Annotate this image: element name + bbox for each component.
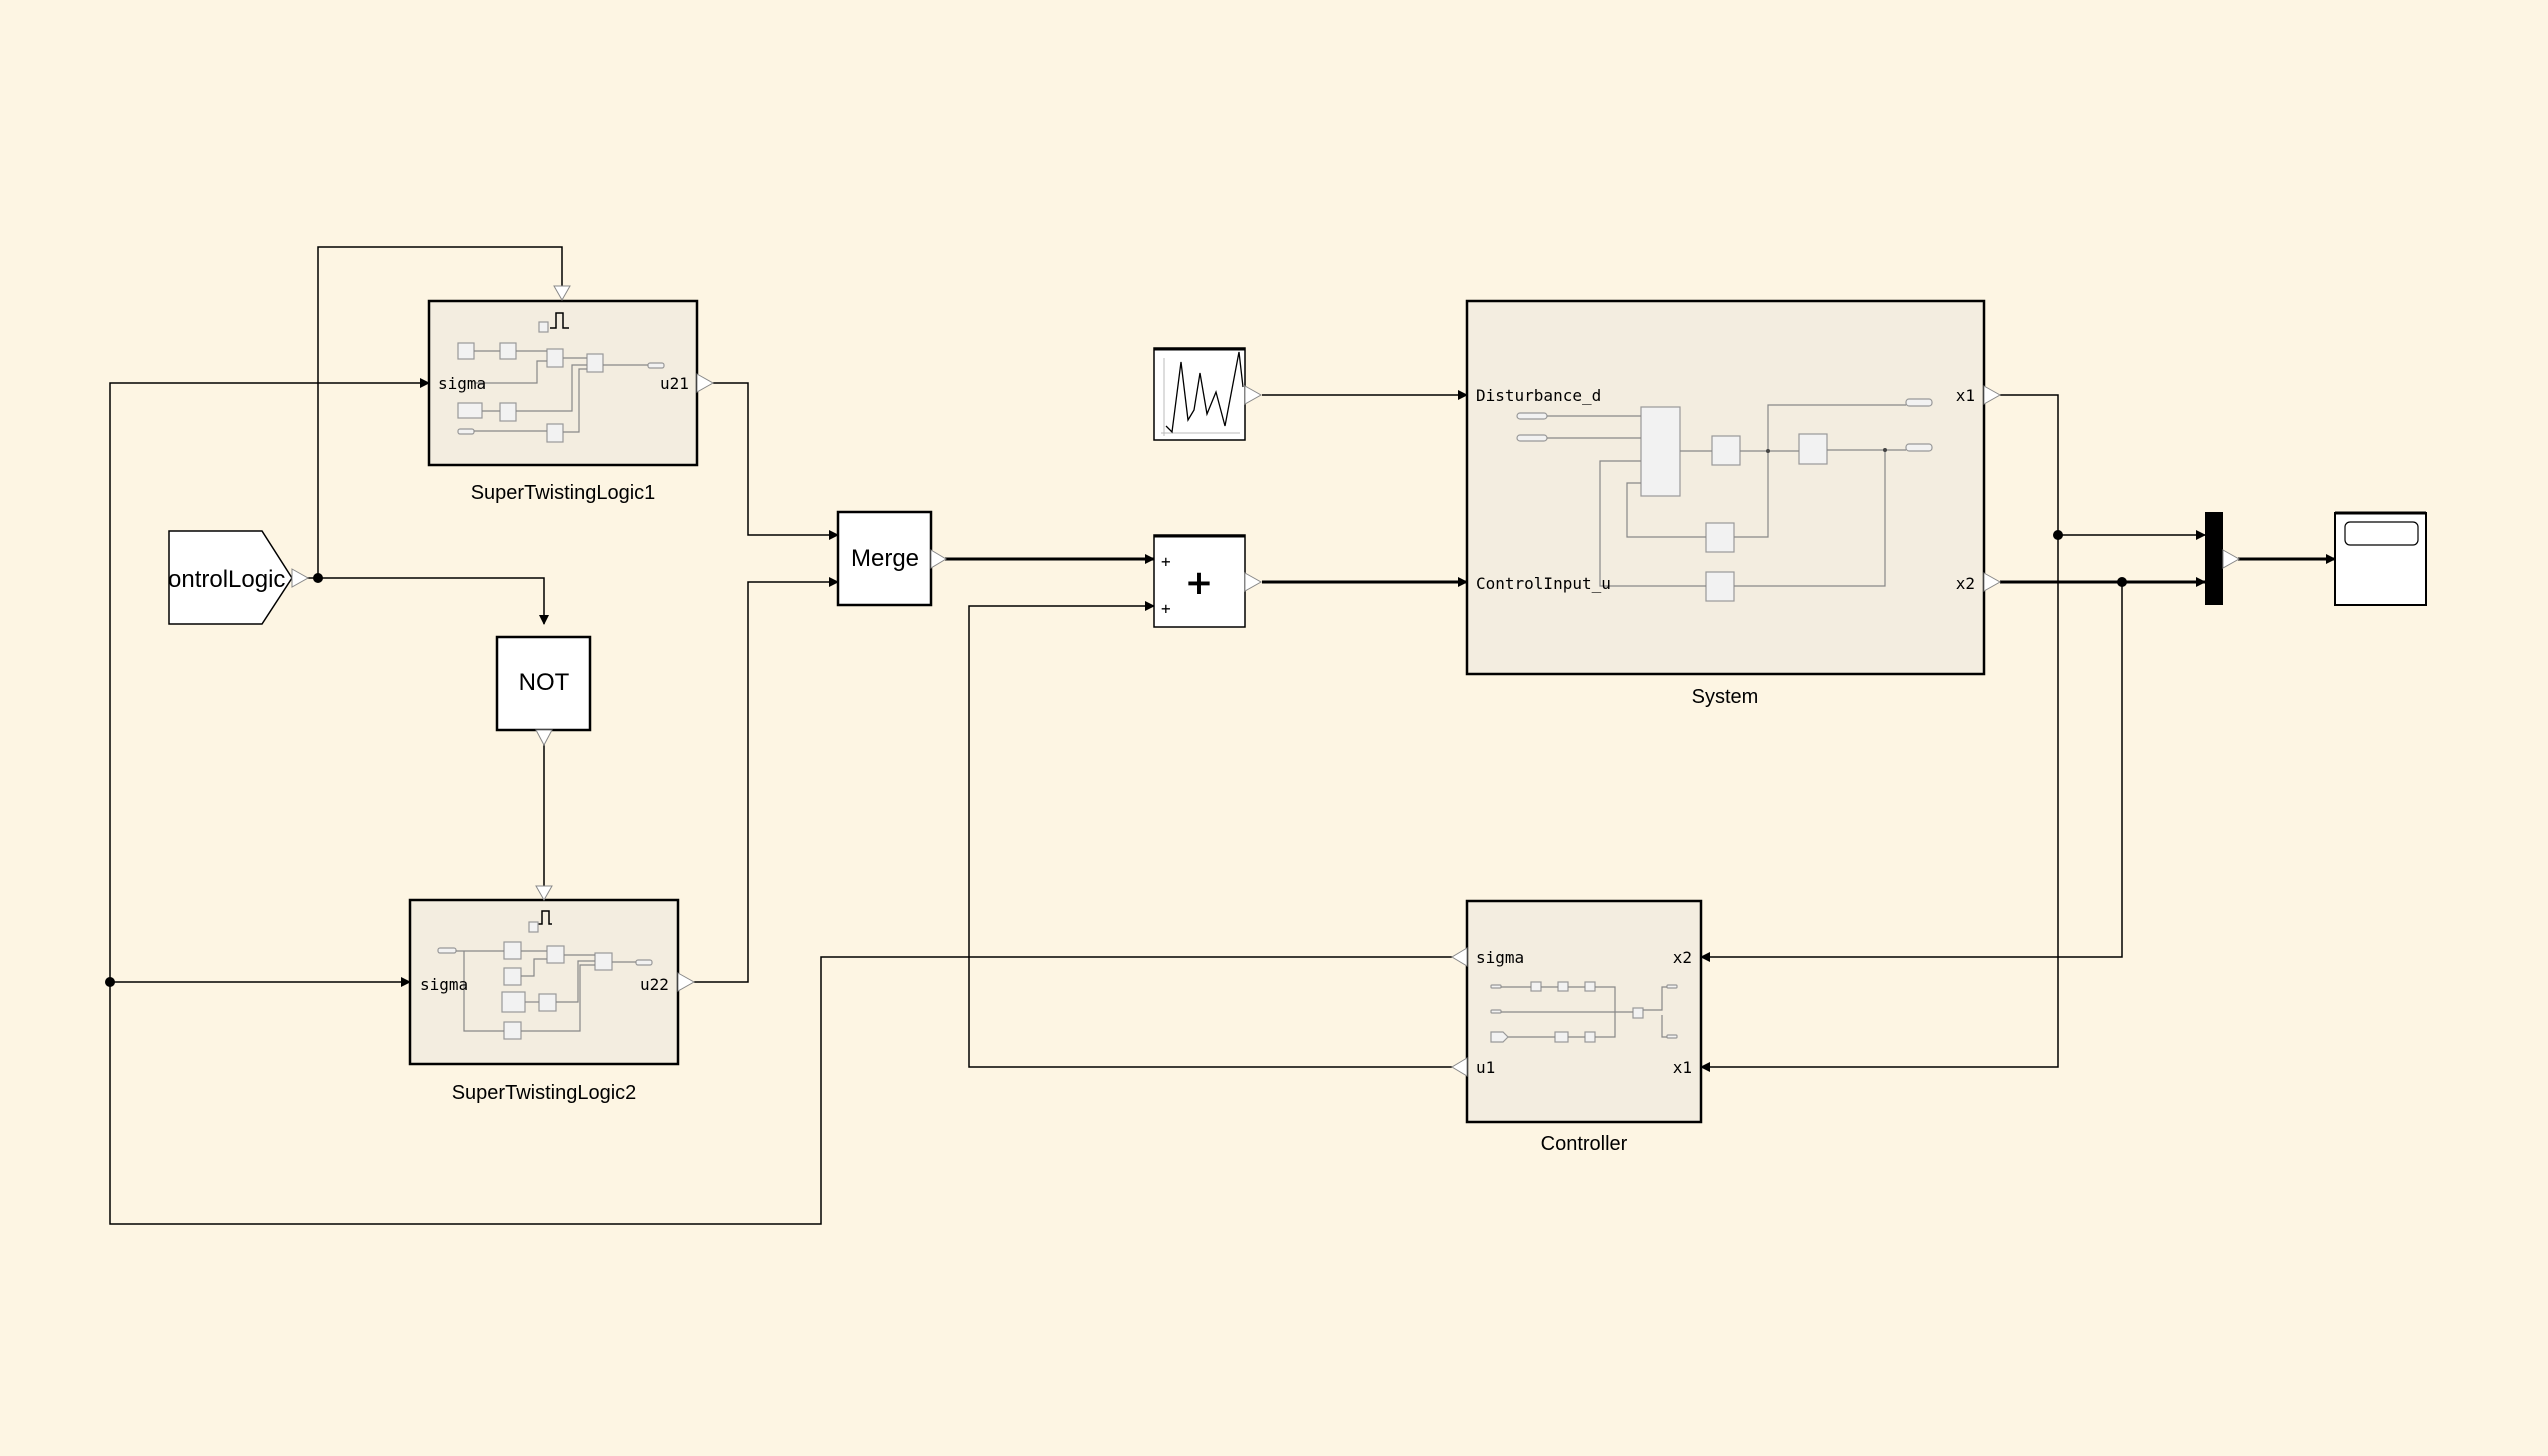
super-twisting-logic-2-block[interactable]: sigma u22 SuperTwistingLogic2	[408, 885, 696, 1104]
mux-block[interactable]	[2205, 512, 2241, 605]
merge-label: Merge	[851, 545, 919, 572]
inner-diagram	[457, 342, 665, 443]
controller-block[interactable]: sigma u1 x2 x1 Controller	[1451, 899, 1703, 1155]
inner-diagram	[437, 941, 653, 1040]
output-port-icon	[1983, 572, 2002, 592]
stl2-output-port-label: u22	[640, 975, 669, 994]
random-signal-icon	[1161, 351, 1244, 436]
mux-bar-icon	[2205, 512, 2223, 605]
system-input-control-label: ControlInput_u	[1476, 574, 1611, 593]
output-port-icon	[677, 972, 696, 992]
controller-output-sigma-label: sigma	[1476, 948, 1524, 967]
control-logic-block[interactable]: ontrolLogic	[168, 530, 310, 625]
output-port-icon	[535, 729, 553, 747]
line-controllogic-to-not[interactable]	[318, 577, 549, 625]
line-u22-to-merge[interactable]	[694, 577, 839, 983]
control-logic-label: ontrolLogic	[168, 566, 285, 593]
line-sigma-feedback[interactable]	[109, 378, 1452, 1225]
line-u21-to-merge[interactable]	[713, 382, 839, 540]
line-controllogic-to-stl1-trigger[interactable]	[300, 246, 563, 579]
junction-dot	[105, 977, 115, 987]
system-name: System	[1692, 686, 1759, 708]
junction-dot	[2053, 530, 2063, 540]
trigger-port-icon	[535, 885, 553, 902]
output-port-icon	[2222, 549, 2241, 569]
line-u1-to-sum[interactable]	[968, 601, 1452, 1068]
output-port-icon	[930, 549, 947, 569]
junctions	[105, 530, 2127, 987]
output-port-icon	[1983, 385, 2002, 405]
output-port-icon	[1244, 385, 1263, 405]
sum-symbol: +	[1185, 563, 1214, 603]
stl2-name: SuperTwistingLogic2	[452, 1082, 637, 1104]
controller-input-x1-label: x1	[1673, 1058, 1692, 1077]
junction-dot	[2117, 577, 2127, 587]
output-port-icon	[1451, 947, 1468, 967]
stl1-output-port-label: u21	[660, 374, 689, 393]
sum-block[interactable]: + + +	[1153, 534, 1263, 628]
stl2-input-port-label: sigma	[420, 975, 468, 994]
random-number-block[interactable]	[1153, 347, 1263, 441]
sum-sign-2: +	[1161, 599, 1171, 618]
output-port-icon	[1451, 1057, 1468, 1077]
trigger-pulse-icon	[550, 312, 569, 329]
controller-output-u1-label: u1	[1476, 1058, 1495, 1077]
inner-diagram	[1516, 398, 1933, 602]
super-twisting-logic-1-block[interactable]: sigma u21 SuperTwistingLogic1	[427, 285, 715, 504]
trigger-port-icon	[553, 285, 571, 302]
stl1-input-port-label: sigma	[438, 374, 486, 393]
merge-block[interactable]: Merge	[836, 510, 947, 607]
trigger-pulse-icon	[537, 910, 552, 925]
not-label: NOT	[519, 669, 570, 696]
sum-sign-1: +	[1161, 552, 1171, 571]
scope-icon	[2344, 521, 2419, 546]
system-input-disturbance-label: Disturbance_d	[1476, 386, 1601, 405]
output-port-icon	[696, 373, 715, 393]
signal-lines	[109, 246, 2336, 1225]
controller-input-x2-label: x2	[1673, 948, 1692, 967]
output-port-icon	[291, 568, 310, 588]
inner-diagram	[1490, 981, 1678, 1043]
not-block[interactable]: NOT	[495, 635, 592, 747]
line-x1-branch[interactable]	[1700, 394, 2059, 1072]
output-port-icon	[1244, 572, 1263, 592]
system-output-x1-label: x1	[1956, 386, 1975, 405]
stl1-name: SuperTwistingLogic1	[471, 482, 656, 504]
scope-block[interactable]	[2334, 511, 2427, 606]
system-block[interactable]: Disturbance_d ControlInput_u x1 x2 Syste…	[1465, 299, 2002, 708]
system-output-x2-label: x2	[1956, 574, 1975, 593]
line-x2-to-controller[interactable]	[1700, 582, 2123, 962]
junction-dot	[313, 573, 323, 583]
controller-name: Controller	[1541, 1133, 1628, 1155]
